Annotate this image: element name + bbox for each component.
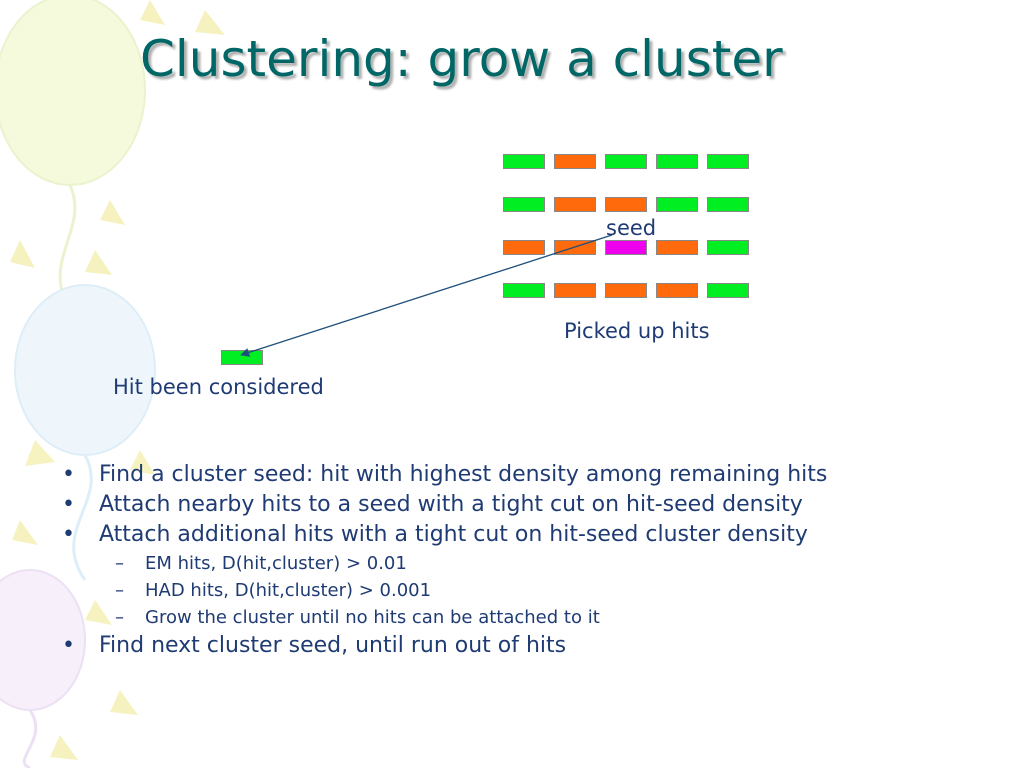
hit-cell (605, 154, 647, 169)
seed-hit-cell (605, 240, 647, 255)
hit-cell (656, 197, 698, 212)
bullet-item: • Find a cluster seed: hit with highest d… (58, 460, 1008, 490)
hit-cell (707, 240, 749, 255)
sub-bullet-marker: – (115, 553, 124, 574)
hit-cell (656, 154, 698, 169)
sub-bullet-item: –EM hits, D(hit,cluster) > 0.01 (58, 550, 1008, 577)
hit-considered-label: Hit been considered (113, 375, 324, 399)
hit-cell (554, 283, 596, 298)
bullet-marker: • (62, 492, 75, 517)
hit-cell (503, 283, 545, 298)
hit-cell (707, 154, 749, 169)
hit-cell (707, 283, 749, 298)
seed-label: seed (606, 216, 657, 240)
sub-bullet-item: –Grow the cluster until no hits can be a… (58, 604, 1008, 631)
sub-bullet-text: Grow the cluster until no hits can be at… (145, 607, 600, 628)
bullet-marker: • (62, 462, 75, 487)
bullet-text: Attach additional hits with a tight cut … (99, 522, 808, 547)
hit-cell (605, 197, 647, 212)
sub-bullet-item: –HAD hits, D(hit,cluster) > 0.001 (58, 577, 1008, 604)
bullet-marker: • (62, 633, 75, 658)
picked-up-hits-label: Picked up hits (564, 319, 710, 343)
sub-bullet-text: EM hits, D(hit,cluster) > 0.01 (145, 553, 407, 574)
bullet-item: • Find next cluster seed, until run out o… (58, 631, 1008, 661)
hit-cell (656, 283, 698, 298)
bullet-item: • Attach nearby hits to a seed with a tig… (58, 490, 1008, 520)
slide-title: Clustering: grow a cluster (140, 30, 783, 88)
hit-cell (554, 240, 596, 255)
considered-hit-cell (221, 350, 263, 365)
bullet-item: • Attach additional hits with a tight cut… (58, 520, 1008, 550)
hit-cell (656, 240, 698, 255)
hit-cell (605, 283, 647, 298)
hit-cell (554, 154, 596, 169)
sub-bullet-text: HAD hits, D(hit,cluster) > 0.001 (145, 580, 432, 601)
sub-bullet-marker: – (115, 607, 124, 628)
bullet-text: Find next cluster seed, until run out of… (99, 633, 567, 658)
hit-cell (554, 197, 596, 212)
hit-cell (707, 197, 749, 212)
bullet-marker: • (62, 522, 75, 547)
hit-cell (503, 240, 545, 255)
hit-cell (503, 197, 545, 212)
sub-bullet-marker: – (115, 580, 124, 601)
hit-cell (503, 154, 545, 169)
bullet-text: Find a cluster seed: hit with highest de… (99, 462, 828, 487)
bullet-text: Attach nearby hits to a seed with a tigh… (99, 492, 803, 517)
bullet-list: • Find a cluster seed: hit with highest d… (58, 460, 1008, 661)
